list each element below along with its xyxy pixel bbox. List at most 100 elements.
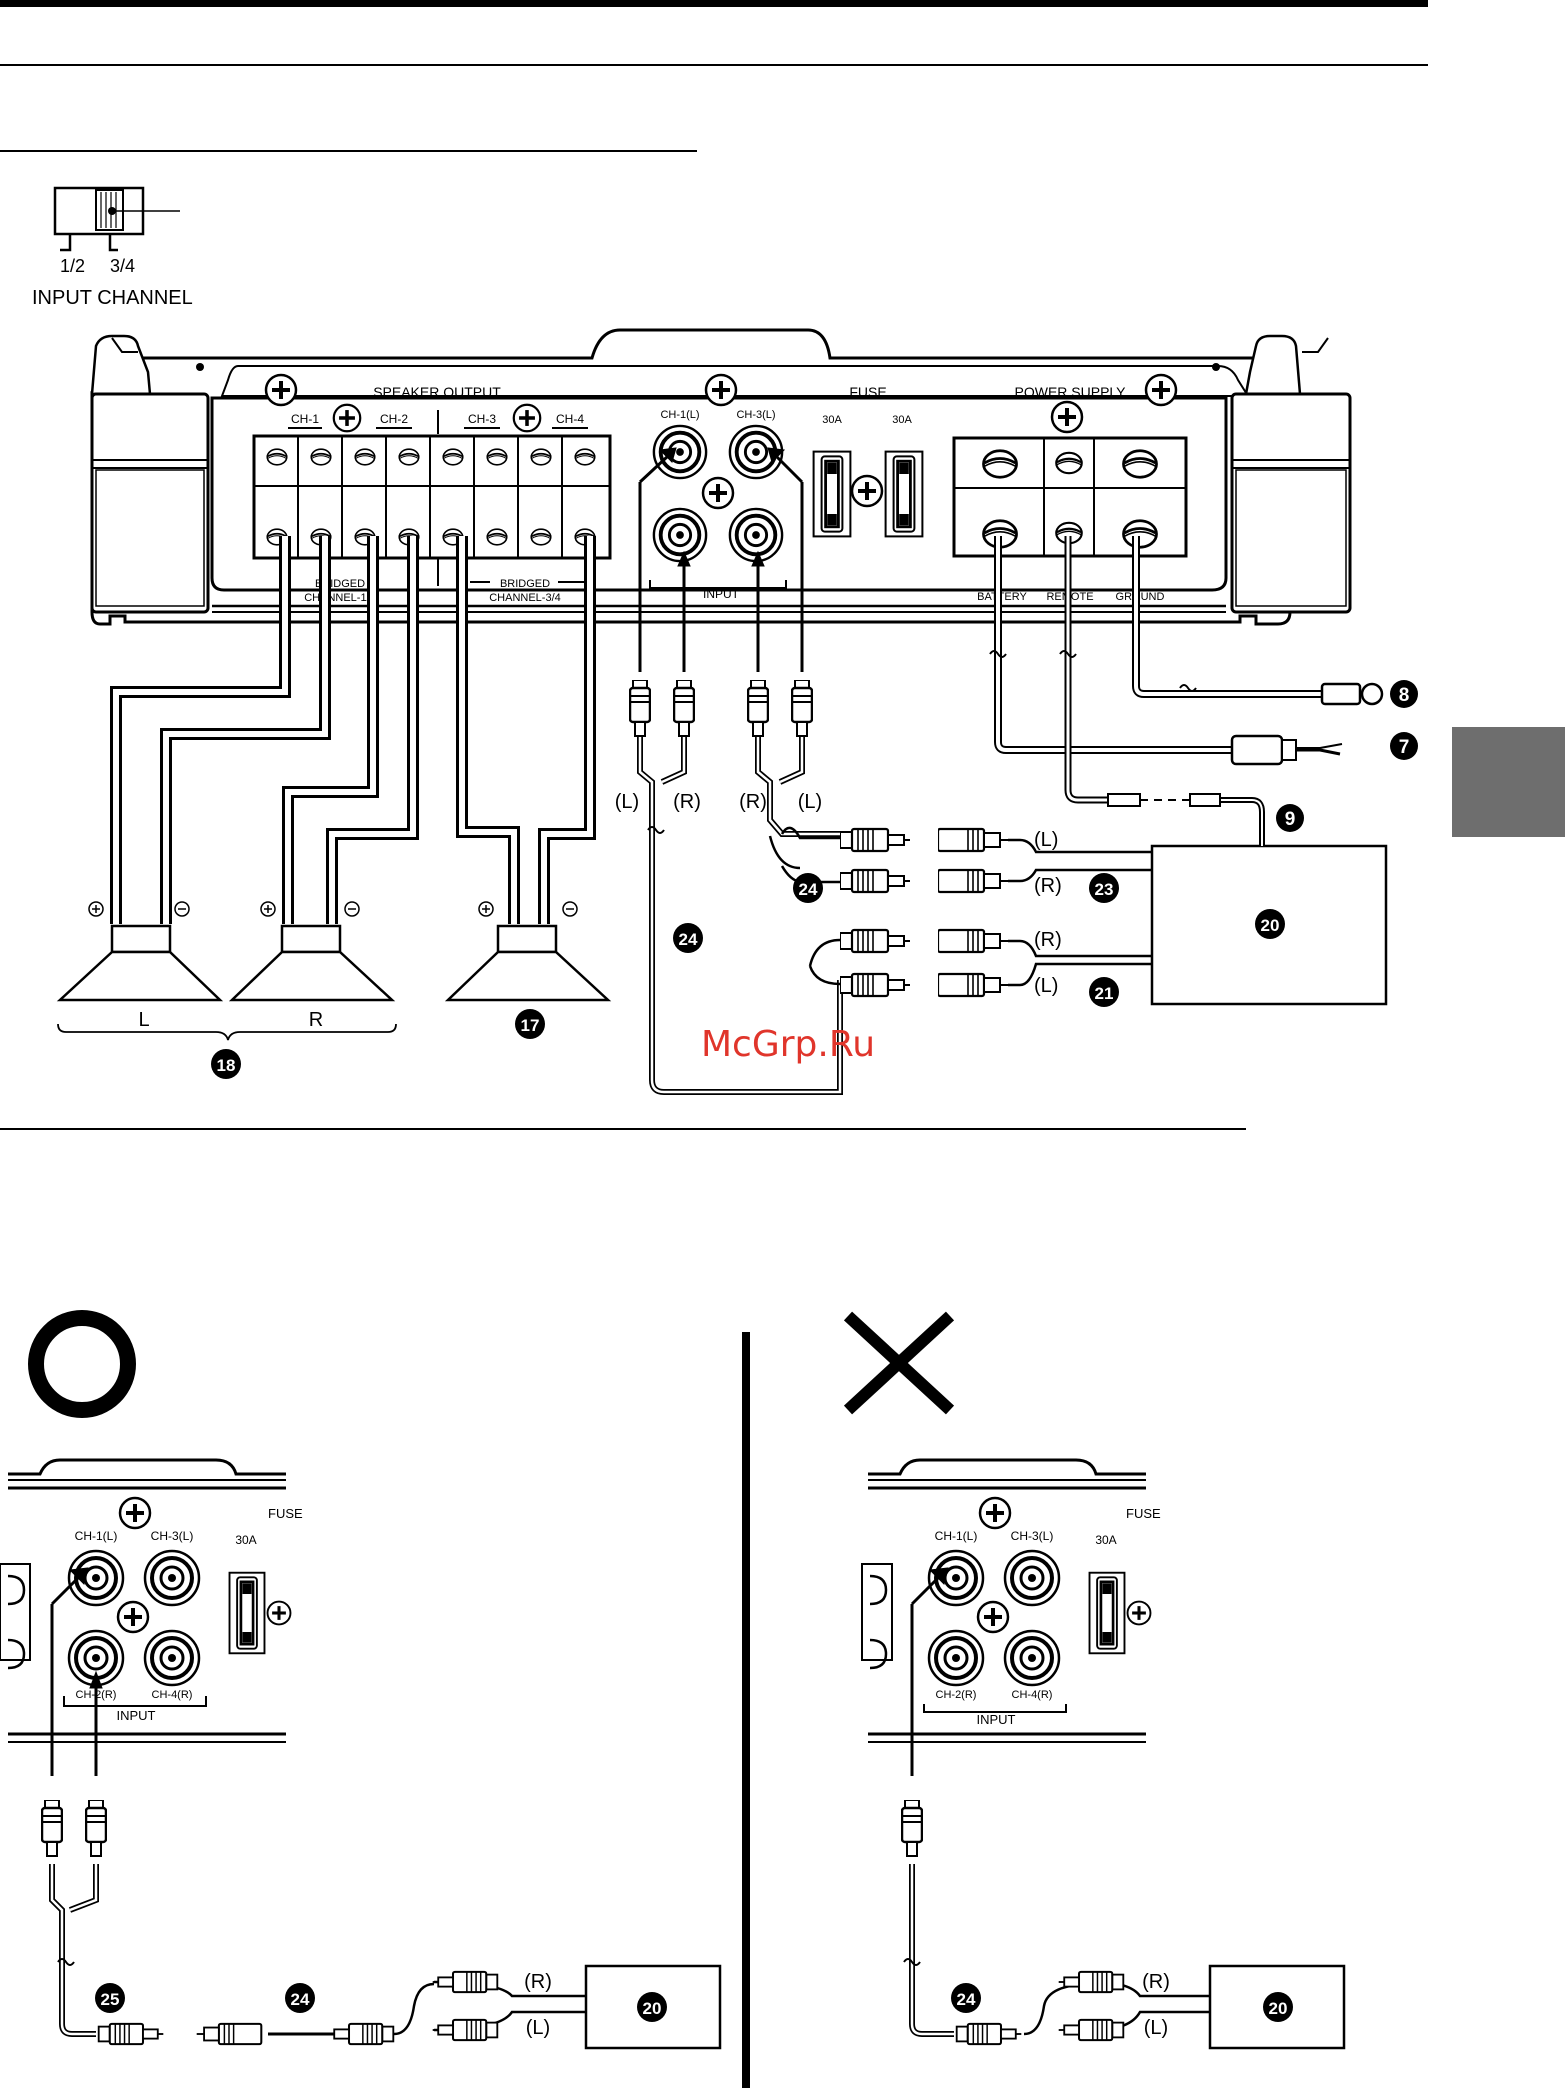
speaker-label-right: R [309, 1009, 323, 1031]
input-ch3-label: CH-3(L) [151, 1529, 194, 1543]
fuse-label: FUSE [849, 384, 886, 400]
divider-vertical [742, 1332, 750, 2088]
speaker-wires [110, 536, 596, 924]
speaker-right [228, 901, 396, 1002]
input-label: INPUT [117, 1708, 156, 1723]
input-jacks: CH-1(L) CH-3(L) INPUT [649, 409, 787, 601]
rca-jack-inline [195, 2022, 263, 2046]
input-jack-ch2[interactable] [651, 506, 709, 564]
rca-plug-l [629, 680, 651, 738]
callout-23: 23 [1095, 880, 1114, 899]
fuse-rating: 30A [235, 1533, 256, 1547]
fuse-2 [884, 449, 924, 539]
ch3-label: CH-3 [468, 412, 496, 426]
mounting-screw [704, 373, 738, 407]
rca-plug-r2 [747, 680, 769, 738]
fuse-1 [812, 449, 852, 539]
input-ch3-label: CH-3(L) [1011, 1529, 1054, 1543]
input-ch2-label: CH-2(R) [936, 1689, 977, 1701]
rca-interconnect-21: (R) (L) [808, 928, 1152, 998]
input-ch1-label: CH-1(L) [935, 1529, 978, 1543]
switch-pos-a: 1/2 [60, 256, 85, 276]
fuse-label: FUSE [268, 1506, 303, 1521]
input-ch4-label: CH-4(R) [152, 1689, 193, 1701]
inline-fuse-holder [1230, 734, 1343, 766]
bridged-34-line1: BRIDGED [500, 578, 550, 590]
lr-label: (R) [1034, 929, 1062, 951]
incorrect-mark [843, 1311, 955, 1415]
input-label: INPUT [703, 587, 740, 601]
callout-20: 20 [1269, 1999, 1288, 2018]
callout-24: 24 [957, 1990, 976, 2009]
detail-cabling-correct [49, 1567, 586, 2037]
lr-label: (L) [798, 791, 822, 813]
rca-input-cables [637, 447, 843, 1095]
rca-plug-l2 [791, 680, 813, 738]
top-rule-thick [0, 0, 1428, 7]
ring-terminal [1320, 682, 1384, 706]
top-rule-thin [0, 64, 1428, 66]
chapter-tab [1452, 727, 1565, 837]
switch-pos-b: 3/4 [110, 256, 135, 276]
fuse-label: FUSE [1126, 1506, 1161, 1521]
lr-label: (R) [1142, 1971, 1170, 1993]
input-ch4-label: CH-4(R) [1012, 1689, 1053, 1701]
callout-21: 21 [1095, 984, 1114, 1003]
callouts: 8 7 9 20 23 21 24 24 17 18 [211, 680, 1418, 1079]
callout-17: 17 [521, 1016, 540, 1035]
remote-connectors [1107, 793, 1221, 807]
switch-caption: INPUT CHANNEL [32, 287, 193, 309]
lr-label: (R) [524, 1971, 552, 1993]
battery-label: BATTERY [977, 591, 1027, 603]
speaker-label-left: L [138, 1009, 149, 1031]
rca-plug [97, 2022, 165, 2046]
callout-20: 20 [1261, 916, 1280, 935]
speaker-terminal-block: CH-1 CH-2 CH-3 CH-4 [252, 403, 612, 604]
callout-8: 8 [1399, 685, 1410, 706]
rca-plug-r [673, 680, 695, 738]
lr-label: (R) [673, 791, 701, 813]
lr-label: (L) [1034, 829, 1058, 851]
section-rule-2 [0, 1128, 1246, 1130]
callout-20: 20 [643, 1999, 662, 2018]
correct-mark [28, 1310, 136, 1418]
fuse-rating: 30A [1095, 1533, 1116, 1547]
callout-24: 24 [799, 880, 818, 899]
rca-plug [327, 2022, 395, 2046]
input-jack-ch4[interactable] [727, 506, 785, 564]
lr-label: (L) [1144, 2017, 1168, 2039]
input-ch1-label: CH-1(L) [660, 409, 699, 421]
callout-9: 9 [1285, 809, 1296, 830]
ch1-label: CH-1 [291, 412, 319, 426]
callout-24: 24 [679, 930, 698, 949]
speaker-output-label: SPEAKER OUTPUT [373, 384, 501, 400]
lr-label: (L) [615, 791, 639, 813]
callout-24: 24 [291, 1990, 310, 2009]
detail-amp-correct: FUSE CH-1(L) CH-3(L) 30A INPUT CH-4(R) C… [0, 1458, 303, 1743]
callout-25: 25 [101, 1990, 120, 2009]
fuse-1-rating: 30A [822, 414, 842, 426]
callout-18: 18 [217, 1056, 236, 1075]
detail-amp-incorrect: FUSE CH-1(L) CH-3(L) 30A CH-2(R) CH-4(R)… [861, 1458, 1161, 1743]
speaker-bridged [444, 901, 612, 1002]
bridged-34-line2: CHANNEL-3/4 [489, 592, 561, 604]
speaker-left [56, 901, 224, 1002]
fuses: 30A 30A [812, 414, 924, 539]
lr-label: (L) [1034, 975, 1058, 997]
ground-label: GROUND [1116, 591, 1165, 603]
lr-label: (R) [1034, 875, 1062, 897]
mounting-screw [264, 373, 298, 407]
power-wires [989, 536, 1322, 846]
lr-label: (R) [739, 791, 767, 813]
mounting-screw [1144, 373, 1178, 407]
section-rule [0, 150, 697, 152]
callout-7: 7 [1399, 737, 1410, 758]
input-channel-switch: 1/2 3/4 INPUT CHANNEL [32, 186, 193, 309]
input-ch1-label: CH-1(L) [75, 1529, 118, 1543]
watermark: McGrp.Ru [701, 1024, 875, 1065]
lr-label: (L) [526, 2017, 550, 2039]
input-ch3-label: CH-3(L) [736, 409, 775, 421]
bridged-12-line2: CHANNEL-1/2 [304, 592, 376, 604]
